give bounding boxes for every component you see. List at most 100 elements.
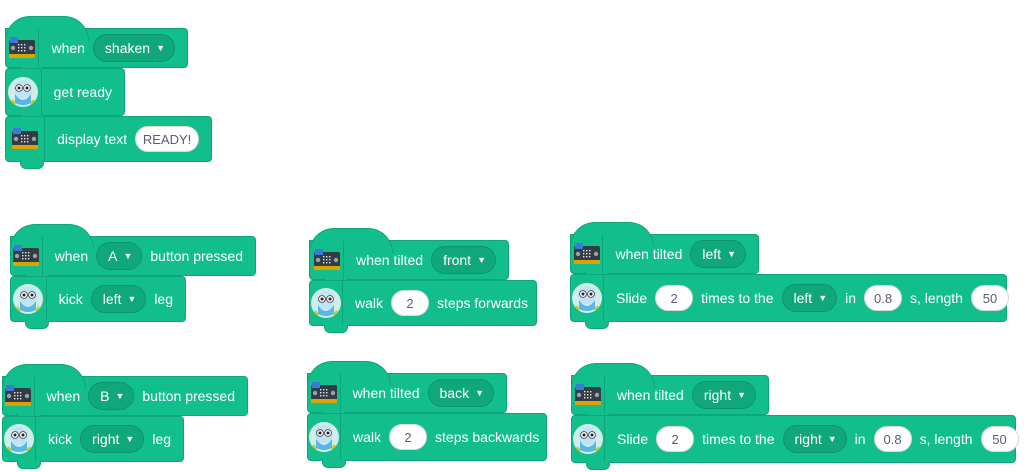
script-tilted-back[interactable]: when tilted back ▼ walk 2 steps backwards: [307, 361, 547, 468]
block-label: button pressed: [150, 248, 243, 264]
button-dropdown[interactable]: A▼: [96, 242, 143, 270]
robot-icon: [310, 287, 342, 319]
walk-block[interactable]: walk 2 steps backwards: [307, 413, 547, 468]
block-label: when tilted: [615, 246, 683, 262]
microbit-icon-cell: [308, 374, 341, 412]
block-label: times to the: [702, 431, 775, 447]
script-tilted-front[interactable]: when tilted front ▼ walk 2 steps forwards: [309, 228, 537, 333]
kick-block[interactable]: kick right ▼ leg: [2, 416, 184, 469]
dropdown-value: right: [794, 431, 822, 447]
script-when-shaken[interactable]: when shaken▼ get ready display text READ…: [5, 16, 212, 169]
when-tilted-hat-block[interactable]: when tilted right▼: [571, 363, 769, 422]
direction-dropdown[interactable]: back ▼: [427, 379, 494, 407]
block-label: times to the: [701, 290, 774, 306]
script-button-b[interactable]: when B▼ button pressed kick right ▼ leg: [2, 364, 248, 469]
slide-block[interactable]: Slide 2 times to the right ▼ in 0.8 s, le…: [571, 415, 1019, 470]
chevron-down-icon: ▼: [827, 434, 837, 444]
walk-block[interactable]: walk 2 steps forwards: [309, 280, 537, 333]
script-button-a[interactable]: when A▼ button pressed kick left▼ leg: [10, 224, 256, 329]
side-dropdown[interactable]: right ▼: [782, 425, 847, 453]
chevron-down-icon: ▼: [737, 390, 746, 400]
block-label: get ready: [53, 84, 112, 100]
dropdown-value: left: [702, 246, 722, 262]
block-label: walk: [355, 295, 384, 311]
steps-input[interactable]: 2: [391, 290, 430, 316]
direction-dropdown[interactable]: right▼: [691, 381, 756, 409]
block-label: steps forwards: [437, 295, 529, 311]
robot-icon: [12, 283, 44, 315]
block-label: Slide: [617, 431, 649, 447]
chevron-down-icon: ▼: [475, 388, 484, 398]
microbit-icon: [313, 249, 341, 271]
dropdown-value: front: [443, 252, 472, 268]
get-ready-block[interactable]: get ready: [5, 68, 125, 123]
event-dropdown[interactable]: shaken ▼: [92, 34, 175, 62]
text-input[interactable]: READY!: [135, 126, 199, 152]
when-tilted-hat-block[interactable]: when tilted back ▼: [307, 361, 507, 420]
block-label: kick: [48, 431, 73, 447]
block-label: in: [845, 290, 857, 306]
block-label: s, length: [919, 431, 973, 447]
block-label: when tilted: [352, 385, 420, 401]
slide-block[interactable]: Slide 2 times to the left▼ in 0.8 s, len…: [570, 274, 1009, 329]
robot-icon-cell: [572, 416, 605, 462]
chevron-down-icon: ▼: [156, 43, 165, 53]
times-input[interactable]: 2: [656, 426, 695, 452]
microbit-icon: [4, 385, 32, 407]
robot-icon: [572, 423, 604, 455]
script-tilted-left[interactable]: when tilted left ▼ Slide 2 times to the l…: [570, 222, 1009, 329]
block-label: leg: [152, 431, 171, 447]
when-button-hat-block[interactable]: when B▼ button pressed: [2, 364, 248, 423]
display-text-block[interactable]: display text READY!: [5, 116, 212, 169]
chevron-down-icon: ▼: [477, 255, 486, 265]
steps-input[interactable]: 2: [389, 424, 428, 450]
chevron-down-icon: ▼: [818, 293, 828, 303]
microbit-icon: [11, 128, 39, 150]
microbit-icon-cell: [571, 235, 604, 273]
microbit-icon-cell: [11, 237, 43, 275]
microbit-icon: [8, 37, 36, 59]
block-label: kick: [58, 291, 83, 307]
microbit-icon-cell: [572, 376, 605, 414]
leg-dropdown[interactable]: left ▼: [90, 285, 147, 313]
dropdown-value: left: [793, 290, 813, 306]
direction-dropdown[interactable]: left ▼: [690, 240, 746, 268]
when-tilted-hat-block[interactable]: when tilted left ▼: [570, 222, 759, 281]
chevron-down-icon: ▼: [727, 249, 736, 259]
kick-block[interactable]: kick left▼ leg: [10, 276, 186, 329]
dropdown-value: B: [100, 388, 110, 404]
block-label: Slide: [616, 290, 648, 306]
block-label: when tilted: [616, 387, 684, 403]
block-label: when: [54, 248, 89, 264]
length-input[interactable]: 50: [980, 426, 1019, 452]
when-button-hat-block[interactable]: when A▼ button pressed: [10, 224, 256, 283]
seconds-input[interactable]: 0.8: [864, 285, 903, 311]
when-tilted-hat-block[interactable]: when tilted front ▼: [309, 228, 509, 287]
when-event-hat-block[interactable]: when shaken▼: [5, 16, 188, 75]
dropdown-value: back: [439, 385, 470, 401]
microbit-icon-cell: [6, 29, 40, 67]
times-input[interactable]: 2: [655, 285, 694, 311]
block-label: in: [854, 431, 866, 447]
microbit-icon-cell: [310, 241, 345, 279]
microbit-icon: [310, 382, 338, 404]
dropdown-value: right: [92, 431, 120, 447]
seconds-input[interactable]: 0.8: [873, 426, 912, 452]
chevron-down-icon: ▼: [125, 434, 135, 444]
chevron-down-icon: ▼: [127, 294, 137, 304]
dropdown-value: shaken: [104, 40, 151, 56]
robot-icon: [7, 76, 39, 108]
microbit-icon-cell: [6, 117, 46, 161]
side-dropdown[interactable]: left ▼: [781, 284, 838, 312]
leg-dropdown[interactable]: right ▼: [80, 425, 145, 453]
script-tilted-right[interactable]: when tilted right▼ Slide 2 times to the …: [571, 363, 1019, 470]
length-input[interactable]: 50: [970, 285, 1009, 311]
robot-icon-cell: [308, 414, 341, 460]
block-label: when tilted: [356, 252, 424, 268]
direction-dropdown[interactable]: front ▼: [431, 246, 496, 274]
robot-icon: [308, 421, 340, 453]
button-dropdown[interactable]: B▼: [88, 382, 135, 410]
dropdown-value: left: [102, 291, 122, 307]
block-label: steps backwards: [435, 429, 540, 445]
block-label: display text: [57, 131, 128, 147]
